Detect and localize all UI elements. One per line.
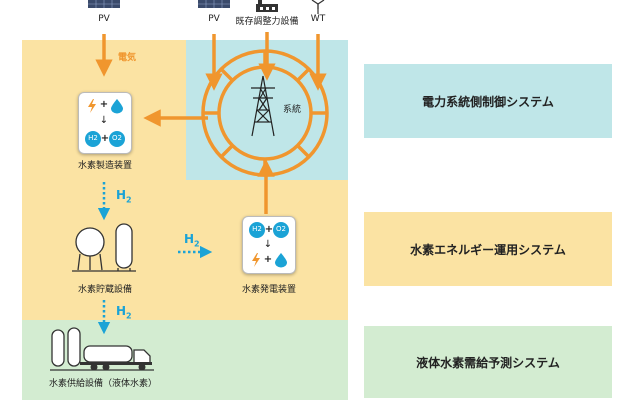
electricity-label: 電気 — [117, 53, 136, 63]
down-arrow: ↓ — [263, 239, 273, 250]
wt-label: WT — [310, 14, 326, 24]
factory-icon — [256, 0, 278, 12]
supply-label: 水素供給設備（液体水素） — [48, 379, 157, 389]
h2-flow-label-1: H2 — [116, 188, 132, 205]
h2-badge-text: H2 — [88, 134, 98, 142]
lightning-icon — [88, 99, 96, 113]
energy-ops-system-box: 水素エネルギー運用システム — [364, 212, 612, 286]
electrolyzer-card: + ↓ H2 + O2 — [78, 92, 132, 154]
water-drop-icon — [275, 253, 287, 268]
fuelcell-card: H2 + O2 ↓ + — [242, 216, 296, 274]
h2-flow-label-2: H2 — [184, 232, 200, 249]
storage-tanks-icon — [72, 223, 136, 272]
forecast-system-box: 液体水素需給予測システム — [364, 326, 612, 398]
plus-sign: + — [263, 254, 273, 265]
fuelcell-label: 水素発電装置 — [241, 285, 296, 295]
o2-badge-text: O2 — [112, 134, 122, 142]
grid-control-system-box: 電力系統側制御システム — [364, 64, 612, 138]
h2-badge-icon — [85, 131, 101, 147]
h2-badge-text: H2 — [252, 225, 262, 233]
pv-label-1: PV — [98, 14, 110, 24]
solar-panel-icon — [198, 0, 230, 8]
electrolyzer-label: 水素製造装置 — [77, 161, 132, 171]
plus-sign: + — [99, 99, 109, 110]
energy-ops-system-label: 水素エネルギー運用システム — [410, 242, 566, 257]
transmission-tower-icon — [251, 75, 275, 137]
storage-label: 水素貯蔵設備 — [77, 285, 132, 295]
lightning-icon — [252, 253, 260, 267]
supply-tanks-truck-icon — [50, 327, 154, 371]
o2-badge-icon — [109, 131, 125, 147]
h2-badge-icon — [249, 222, 265, 238]
grid-label: 系統 — [282, 105, 301, 115]
plus-sign: + — [100, 133, 110, 144]
wind-turbine-icon — [311, 0, 325, 14]
grid-control-system-label: 電力系統側制御システム — [422, 94, 554, 109]
o2-badge-icon — [273, 222, 289, 238]
water-drop-icon — [111, 99, 123, 114]
o2-badge-text: O2 — [276, 225, 286, 233]
down-arrow: ↓ — [99, 115, 109, 126]
h2-flow-label-3: H2 — [116, 304, 132, 321]
forecast-system-label: 液体水素需給予測システム — [416, 355, 560, 370]
existing-facility-label: 既存調整力設備 — [235, 17, 299, 27]
pv-label-2: PV — [208, 14, 220, 24]
solar-panel-icon — [88, 0, 120, 8]
plus-sign: + — [264, 224, 274, 235]
